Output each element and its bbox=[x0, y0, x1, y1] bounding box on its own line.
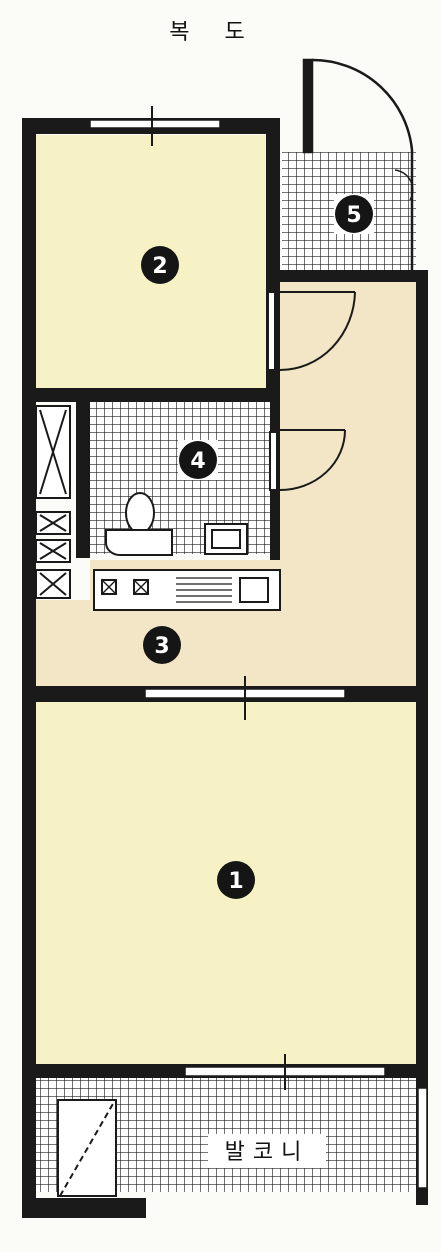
room-5-marker: 5 bbox=[334, 194, 374, 234]
bathroom-fixtures bbox=[105, 492, 248, 556]
room-2-number: 2 bbox=[152, 254, 167, 279]
door-bathroom[interactable] bbox=[269, 429, 346, 491]
window-balcony-side bbox=[417, 1087, 428, 1189]
room-4-number: 4 bbox=[190, 449, 205, 474]
closet bbox=[35, 405, 71, 599]
room-3-marker: 3 bbox=[143, 626, 181, 664]
entrance-door[interactable] bbox=[302, 58, 414, 270]
room-5-number: 5 bbox=[346, 203, 361, 228]
room-3-number: 3 bbox=[154, 634, 169, 659]
balcony-label: 발코니 bbox=[225, 1140, 310, 1165]
balcony-storage bbox=[57, 1099, 117, 1197]
window-room-2 bbox=[89, 119, 221, 129]
room-1-marker: 1 bbox=[217, 861, 255, 899]
kitchen-counter bbox=[93, 569, 281, 611]
room-4-marker: 4 bbox=[178, 440, 218, 480]
door-room-2[interactable] bbox=[267, 291, 356, 371]
corridor-label: 복 도 bbox=[169, 20, 258, 45]
room-1-number: 1 bbox=[228, 869, 243, 894]
room-2-marker: 2 bbox=[141, 246, 179, 284]
